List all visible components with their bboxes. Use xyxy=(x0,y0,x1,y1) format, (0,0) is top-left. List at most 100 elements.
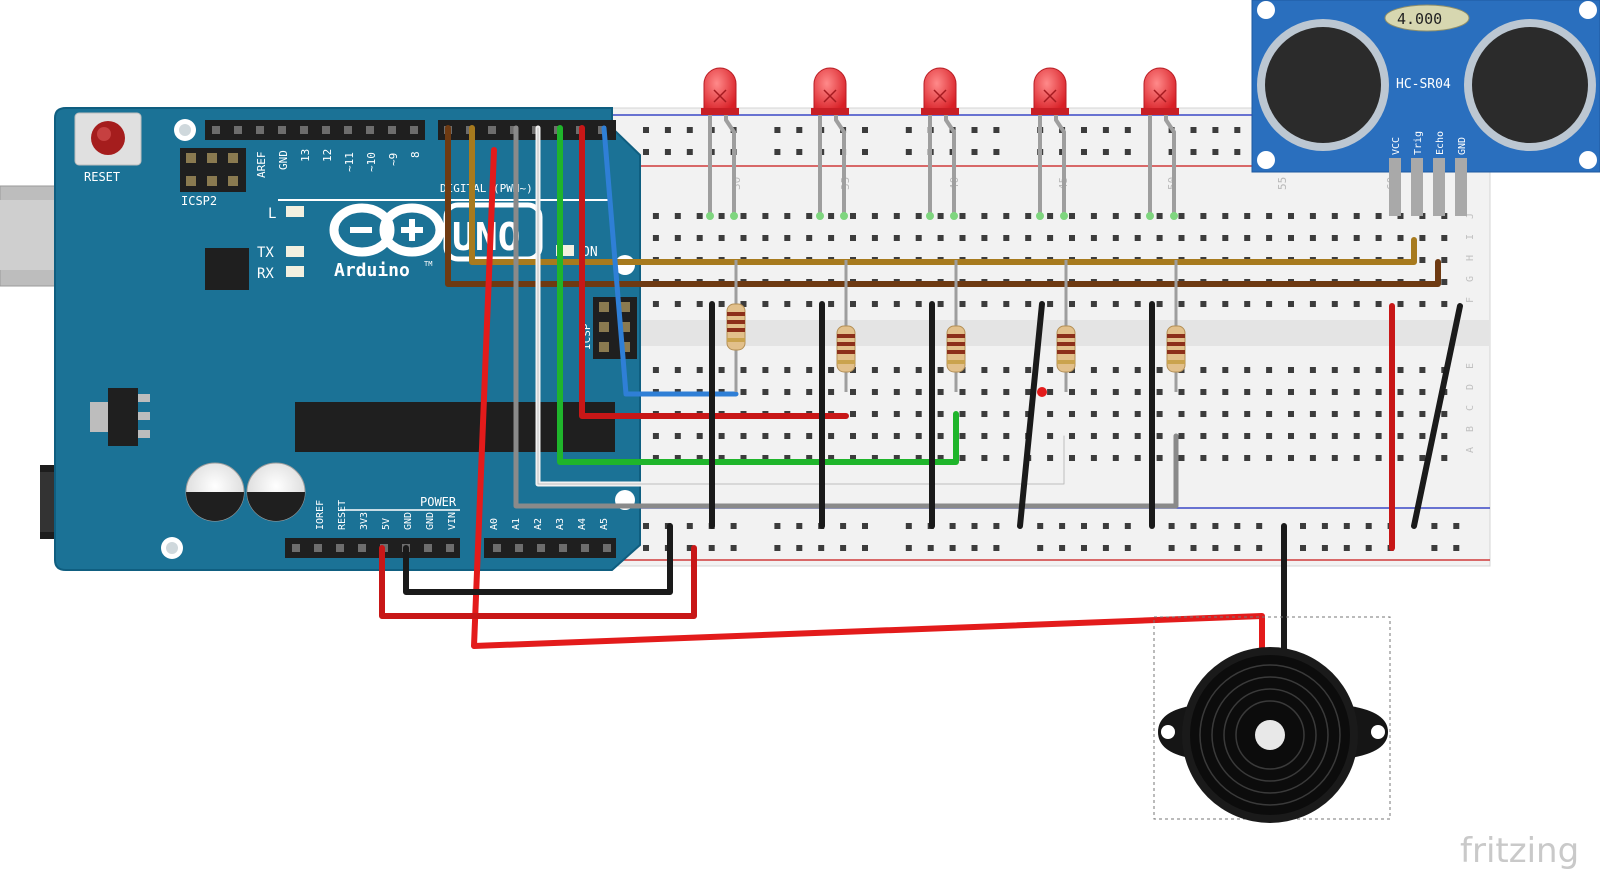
breadboard-hole[interactable] xyxy=(1309,367,1316,373)
header-pin[interactable] xyxy=(388,126,396,134)
rail-hole[interactable] xyxy=(1212,127,1219,133)
breadboard-hole[interactable] xyxy=(871,389,878,395)
breadboard-hole[interactable] xyxy=(1353,301,1360,307)
breadboard-hole[interactable] xyxy=(1134,433,1141,439)
rail-hole[interactable] xyxy=(905,523,912,529)
breadboard-hole[interactable] xyxy=(937,455,944,461)
breadboard-hole[interactable] xyxy=(1353,389,1360,395)
breadboard-hole[interactable] xyxy=(1134,213,1141,219)
breadboard-hole[interactable] xyxy=(1244,433,1251,439)
breadboard-hole[interactable] xyxy=(762,455,769,461)
rail-hole[interactable] xyxy=(949,523,956,529)
breadboard-hole[interactable] xyxy=(1156,367,1163,373)
breadboard-hole[interactable] xyxy=(1375,433,1382,439)
resistor[interactable] xyxy=(836,260,856,392)
breadboard-hole[interactable] xyxy=(915,433,922,439)
breadboard-hole[interactable] xyxy=(1003,213,1010,219)
rail-hole[interactable] xyxy=(971,149,978,155)
breadboard-hole[interactable] xyxy=(1003,455,1010,461)
breadboard-hole[interactable] xyxy=(784,433,791,439)
header-pin[interactable] xyxy=(603,544,611,552)
breadboard-hole[interactable] xyxy=(1244,235,1251,241)
breadboard-hole[interactable] xyxy=(1353,213,1360,219)
breadboard-hole[interactable] xyxy=(959,301,966,307)
reset-button[interactable] xyxy=(74,112,142,166)
breadboard-hole[interactable] xyxy=(1047,411,1054,417)
breadboard-hole[interactable] xyxy=(1331,235,1338,241)
rail-hole[interactable] xyxy=(796,127,803,133)
rail-hole[interactable] xyxy=(1168,545,1175,551)
header-pin[interactable] xyxy=(515,544,523,552)
breadboard-hole[interactable] xyxy=(1156,213,1163,219)
breadboard-hole[interactable] xyxy=(784,301,791,307)
rail-hole[interactable] xyxy=(686,523,693,529)
breadboard-hole[interactable] xyxy=(674,235,681,241)
breadboard-hole[interactable] xyxy=(1244,411,1251,417)
breadboard-hole[interactable] xyxy=(740,433,747,439)
rail-hole[interactable] xyxy=(1190,127,1197,133)
breadboard-hole[interactable] xyxy=(1069,411,1075,417)
breadboard-hole[interactable] xyxy=(1200,235,1207,241)
breadboard-hole[interactable] xyxy=(1156,411,1163,417)
breadboard-hole[interactable] xyxy=(1156,455,1163,461)
breadboard-hole[interactable] xyxy=(1112,235,1119,241)
resistor[interactable] xyxy=(726,260,746,392)
rail-hole[interactable] xyxy=(1102,545,1109,551)
breadboard-hole[interactable] xyxy=(1090,389,1097,395)
breadboard-hole[interactable] xyxy=(1331,367,1338,373)
breadboard-hole[interactable] xyxy=(806,367,813,373)
breadboard-hole[interactable] xyxy=(1156,389,1163,395)
rail-hole[interactable] xyxy=(927,545,934,551)
breadboard-hole[interactable] xyxy=(740,301,747,307)
breadboard-hole[interactable] xyxy=(674,367,681,373)
red-led[interactable] xyxy=(701,67,739,220)
breadboard-hole[interactable] xyxy=(1375,235,1382,241)
rail-hole[interactable] xyxy=(664,127,671,133)
breadboard-hole[interactable] xyxy=(1069,455,1075,461)
breadboard-hole[interactable] xyxy=(1419,257,1426,263)
breadboard-hole[interactable] xyxy=(959,235,966,241)
wire-black-sensor-gnd[interactable] xyxy=(1411,303,1463,529)
rail-hole[interactable] xyxy=(796,523,803,529)
breadboard-hole[interactable] xyxy=(1200,367,1207,373)
rail-hole[interactable] xyxy=(730,523,737,529)
breadboard-hole[interactable] xyxy=(1353,433,1360,439)
rail-hole[interactable] xyxy=(1300,545,1306,551)
breadboard-hole[interactable] xyxy=(1397,367,1404,373)
breadboard-hole[interactable] xyxy=(1134,411,1141,417)
breadboard-hole[interactable] xyxy=(1003,389,1010,395)
breadboard-hole[interactable] xyxy=(1178,301,1185,307)
breadboard-hole[interactable] xyxy=(806,455,813,461)
breadboard-hole[interactable] xyxy=(871,213,878,219)
header-pin[interactable] xyxy=(537,544,545,552)
header-pin[interactable] xyxy=(314,544,322,552)
breadboard-hole[interactable] xyxy=(937,213,944,219)
breadboard-hole[interactable] xyxy=(1200,389,1207,395)
breadboard-hole[interactable] xyxy=(1266,235,1273,241)
breadboard-hole[interactable] xyxy=(784,367,791,373)
breadboard-hole[interactable] xyxy=(1090,367,1097,373)
red-led[interactable] xyxy=(811,67,849,220)
breadboard-hole[interactable] xyxy=(652,455,659,461)
breadboard-hole[interactable] xyxy=(915,235,922,241)
breadboard-hole[interactable] xyxy=(850,213,856,219)
rail-hole[interactable] xyxy=(1081,127,1087,133)
breadboard-hole[interactable] xyxy=(850,235,856,241)
breadboard-hole[interactable] xyxy=(937,367,944,373)
breadboard-hole[interactable] xyxy=(674,213,681,219)
header-pin[interactable] xyxy=(336,544,344,552)
breadboard-hole[interactable] xyxy=(1222,301,1229,307)
breadboard-hole[interactable] xyxy=(696,367,703,373)
rail-hole[interactable] xyxy=(774,127,781,133)
breadboard-hole[interactable] xyxy=(762,301,769,307)
rail-hole[interactable] xyxy=(730,545,737,551)
breadboard-hole[interactable] xyxy=(1069,213,1075,219)
header-pin[interactable] xyxy=(300,126,308,134)
breadboard-hole[interactable] xyxy=(1288,455,1294,461)
breadboard-hole[interactable] xyxy=(1112,367,1119,373)
rail-hole[interactable] xyxy=(1343,545,1350,551)
breadboard-hole[interactable] xyxy=(718,213,725,219)
breadboard-hole[interactable] xyxy=(784,213,791,219)
rail-hole[interactable] xyxy=(1124,149,1131,155)
header-pin[interactable] xyxy=(292,544,300,552)
